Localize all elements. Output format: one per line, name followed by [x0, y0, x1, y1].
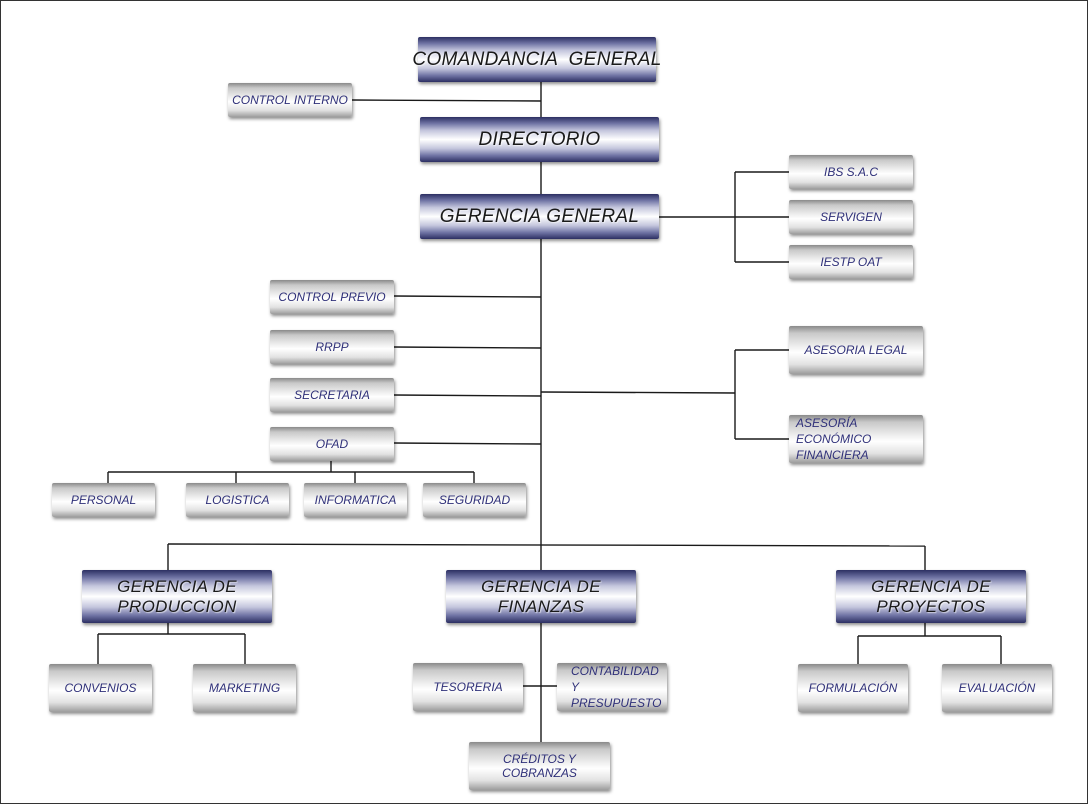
node-informatica: INFORMATICA [304, 483, 407, 517]
node-label: FORMULACIÓN [808, 681, 898, 695]
node-personal: PERSONAL [52, 483, 155, 517]
node-label: GERENCIA DE PRODUCCION [117, 576, 237, 616]
node-creditos-cobranzas: CRÉDITOS Y COBRANZAS [469, 742, 610, 790]
node-gerencia-finanzas: GERENCIA DE FINANZAS [446, 570, 636, 623]
node-label: RRPP [315, 340, 349, 354]
node-label-line-2: FINANCIERA [796, 448, 869, 462]
node-logistica: LOGISTICA [186, 483, 289, 517]
node-label: TESORERIA [433, 680, 503, 694]
node-label: EVALUACIÓN [958, 681, 1036, 695]
node-contabilidad-presupuesto: CONTABILIDAD Y PRESUPUESTO [557, 663, 667, 711]
node-label: CONTROL PREVIO [278, 290, 386, 304]
node-marketing: MARKETING [193, 664, 296, 712]
node-control-interno: CONTROL INTERNO [228, 83, 352, 117]
node-label: DIRECTORIO [478, 128, 601, 150]
node-label: ASESORIA LEGAL [804, 343, 908, 357]
node-label-line-1: ASESORÍA ECONÓMICO [796, 416, 872, 446]
node-label: GERENCIA DE FINANZAS [481, 576, 601, 616]
node-label: SERVIGEN [820, 210, 882, 224]
node-label: GERENCIA DE PROYECTOS [871, 576, 991, 616]
node-ibs-sac: IBS S.A.C [789, 155, 913, 189]
node-label: SEGURIDAD [438, 493, 511, 507]
node-label: COMANDANCIA GENERAL [412, 48, 662, 70]
node-label: MARKETING [208, 681, 281, 695]
node-label: CONVENIOS [64, 681, 137, 695]
node-gerencia-general: GERENCIA GENERAL [420, 194, 659, 239]
node-evaluacion: EVALUACIÓN [942, 664, 1052, 712]
node-label-line-1: CONTABILIDAD Y [571, 664, 659, 694]
node-formulacion: FORMULACIÓN [798, 664, 908, 712]
node-label: IESTP OAT [820, 255, 882, 269]
node-rrpp: RRPP [270, 330, 394, 364]
node-label: IBS S.A.C [823, 165, 879, 179]
node-asesoria-legal: ASESORIA LEGAL [789, 326, 923, 374]
node-label: CONTROL INTERNO [232, 93, 348, 107]
node-comandancia-general: COMANDANCIA GENERAL [412, 37, 661, 82]
node-iestp-oat: IESTP OAT [789, 245, 913, 279]
node-asesoria-economico-financiera: ASESORÍA ECONÓMICO FINANCIERA [789, 415, 923, 463]
node-ofad: OFAD [270, 427, 394, 461]
node-label: SECRETARIA [294, 388, 370, 402]
node-label: PERSONAL [70, 493, 137, 507]
node-gerencia-produccion: GERENCIA DE PRODUCCION [82, 570, 272, 623]
node-label: GERENCIA GENERAL [439, 205, 640, 227]
node-label: CRÉDITOS Y COBRANZAS [502, 752, 577, 780]
node-directorio: DIRECTORIO [420, 117, 659, 162]
node-label-line-2: PRESUPUESTO [571, 696, 662, 710]
node-label: INFORMATICA [314, 493, 397, 507]
node-convenios: CONVENIOS [49, 664, 152, 712]
node-seguridad: SEGURIDAD [423, 483, 526, 517]
node-label: LOGISTICA [205, 493, 270, 507]
node-secretaria: SECRETARIA [270, 378, 394, 412]
node-gerencia-proyectos: GERENCIA DE PROYECTOS [836, 570, 1026, 623]
node-tesoreria: TESORERIA [413, 663, 523, 711]
node-control-previo: CONTROL PREVIO [270, 280, 394, 314]
node-servigen: SERVIGEN [789, 200, 913, 234]
node-label: OFAD [315, 437, 349, 451]
